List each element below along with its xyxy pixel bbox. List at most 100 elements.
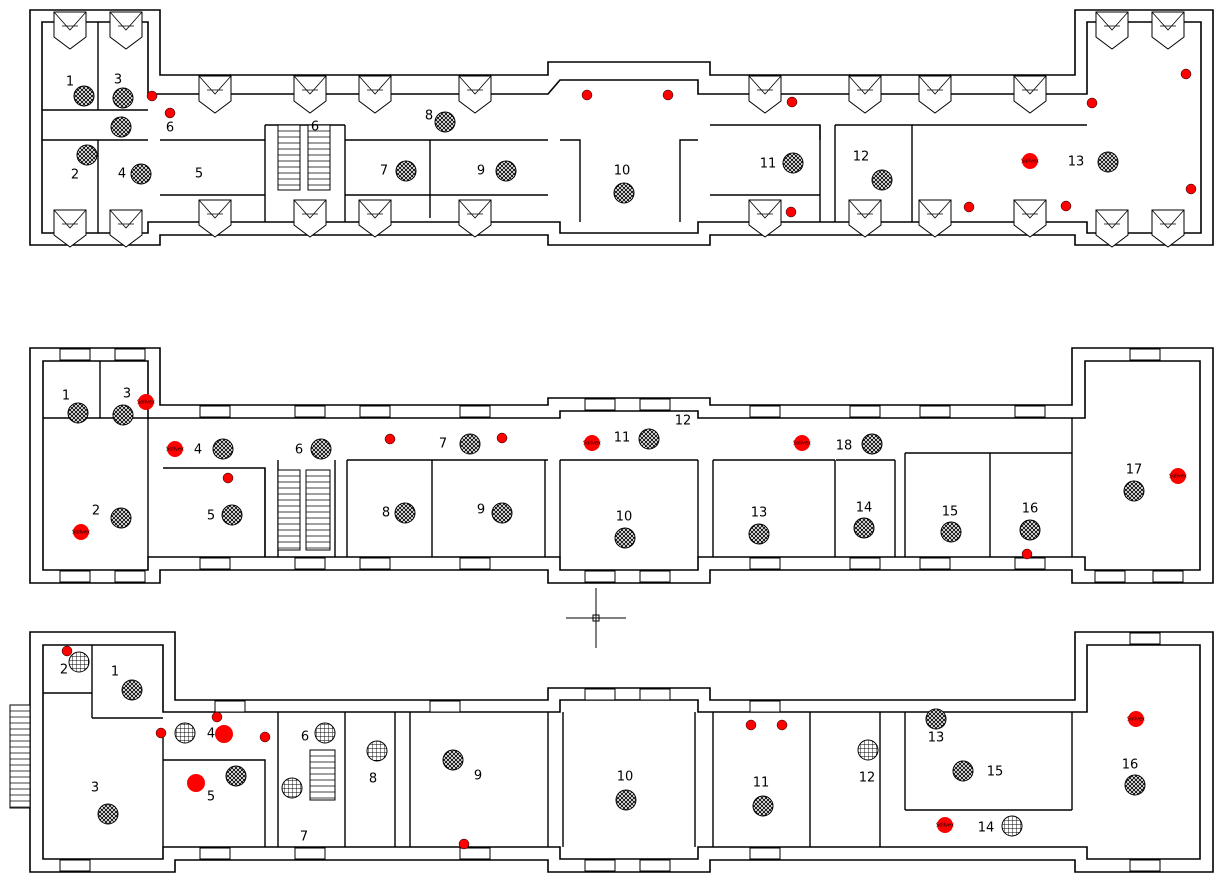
room-number: 9: [477, 164, 485, 179]
walls: [9, 9, 1214, 873]
window: [359, 557, 391, 570]
window: [294, 847, 326, 860]
red-marker-icon: [1180, 68, 1192, 80]
marker-symbol-text: Sollvex: [1169, 474, 1187, 480]
window-bay: [53, 11, 87, 50]
labelled-red-marker-icon: Sollvex: [1021, 153, 1039, 169]
labelled-red-marker-icon: Sollvex: [137, 394, 155, 410]
hatched-fixture-icon: [434, 111, 456, 133]
room-number: 12: [853, 150, 870, 165]
window: [849, 405, 881, 418]
window: [199, 557, 231, 570]
room-number: 4: [207, 727, 215, 742]
hatched-fixture-icon: [857, 739, 879, 761]
window: [199, 847, 231, 860]
red-marker-icon: [745, 719, 757, 731]
red-marker-icon: [963, 201, 975, 213]
room-number: 14: [856, 501, 873, 516]
labelled-red-marker-icon: Sollvex: [936, 817, 954, 833]
hatched-fixture-icon: [395, 160, 417, 182]
window: [114, 570, 146, 583]
room-number: 5: [195, 167, 203, 182]
window: [59, 859, 91, 872]
window: [584, 570, 616, 583]
room-number: 5: [207, 509, 215, 524]
window-bay: [1095, 11, 1129, 50]
window: [919, 405, 951, 418]
marker-symbol-text: Sollvex: [793, 441, 811, 447]
red-marker-icon: [146, 90, 158, 102]
hatched-fixture-icon: [110, 116, 132, 138]
room-number: 16: [1122, 758, 1139, 773]
room-number: 3: [123, 387, 131, 402]
window: [749, 700, 781, 713]
interior-wall: [679, 139, 698, 222]
window: [214, 700, 246, 713]
room-number: 1: [62, 389, 70, 404]
room-number: 10: [616, 510, 633, 525]
windows: [53, 11, 1185, 872]
window-bay: [918, 199, 952, 238]
hatched-fixture-icon: [952, 760, 974, 782]
exterior-wall-outer: [29, 9, 1214, 246]
window-bay: [1151, 209, 1185, 248]
red-marker-icon: [776, 719, 788, 731]
window-bay: [918, 75, 952, 114]
room-number: 13: [928, 731, 945, 746]
room-number: 17: [1126, 463, 1143, 478]
labelled-red-marker-icon: Sollvex: [583, 435, 601, 451]
exterior-wall-inner: [41, 21, 1202, 234]
red-marker-icon: [458, 838, 470, 850]
hatched-fixture-icon: [613, 182, 635, 204]
window: [1129, 859, 1161, 872]
hatched-fixture-icon: [112, 404, 134, 426]
window: [584, 398, 616, 411]
hatched-fixture-icon: [225, 765, 247, 787]
room-number: 2: [92, 504, 100, 519]
hatched-fixture-icon: [1124, 774, 1146, 796]
hatched-fixture-icon: [366, 740, 388, 762]
marker-symbol-text: Sollvex: [583, 441, 601, 447]
red-marker-icon: [1086, 97, 1098, 109]
staircase: [9, 704, 31, 809]
room-number: 3: [91, 781, 99, 796]
room-number: 14: [978, 821, 995, 836]
window: [459, 847, 491, 860]
window-bay: [293, 75, 327, 114]
room-number: 6: [311, 120, 319, 135]
red-marker-icon: [259, 731, 271, 743]
hatched-fixture-icon: [394, 502, 416, 524]
room-number: 6: [295, 443, 303, 458]
hatched-fixture-icon: [112, 87, 134, 109]
window-bay: [848, 199, 882, 238]
hatched-fixture-icon: [782, 152, 804, 174]
hatched-fixture-icon: [638, 428, 660, 450]
staircase: [305, 469, 331, 551]
interior-wall: [819, 125, 836, 222]
room-number: 7: [439, 437, 447, 452]
staircase: [307, 124, 331, 191]
labelled-red-marker-icon: Sollvex: [1127, 711, 1145, 727]
hatched-fixture-icon: [459, 433, 481, 455]
window: [849, 557, 881, 570]
window: [1152, 570, 1184, 583]
red-marker-icon: [785, 206, 797, 218]
window-bay: [1013, 75, 1047, 114]
hatched-fixture-icon: [861, 433, 883, 455]
red-marker-icon: [1060, 200, 1072, 212]
red-marker-icon: [1185, 183, 1197, 195]
hatched-fixture-icon: [1123, 480, 1145, 502]
window-bay: [198, 75, 232, 114]
red-marker-icon: [211, 711, 223, 723]
room-number: 7: [380, 164, 388, 179]
hatched-fixture-icon: [314, 722, 336, 744]
room-number: 16: [1022, 502, 1039, 517]
window-bay: [458, 75, 492, 114]
hatched-fixture-icon: [73, 85, 95, 107]
window: [749, 405, 781, 418]
window-bay: [358, 199, 392, 238]
window: [429, 700, 461, 713]
red-marker-icon: [155, 727, 167, 739]
